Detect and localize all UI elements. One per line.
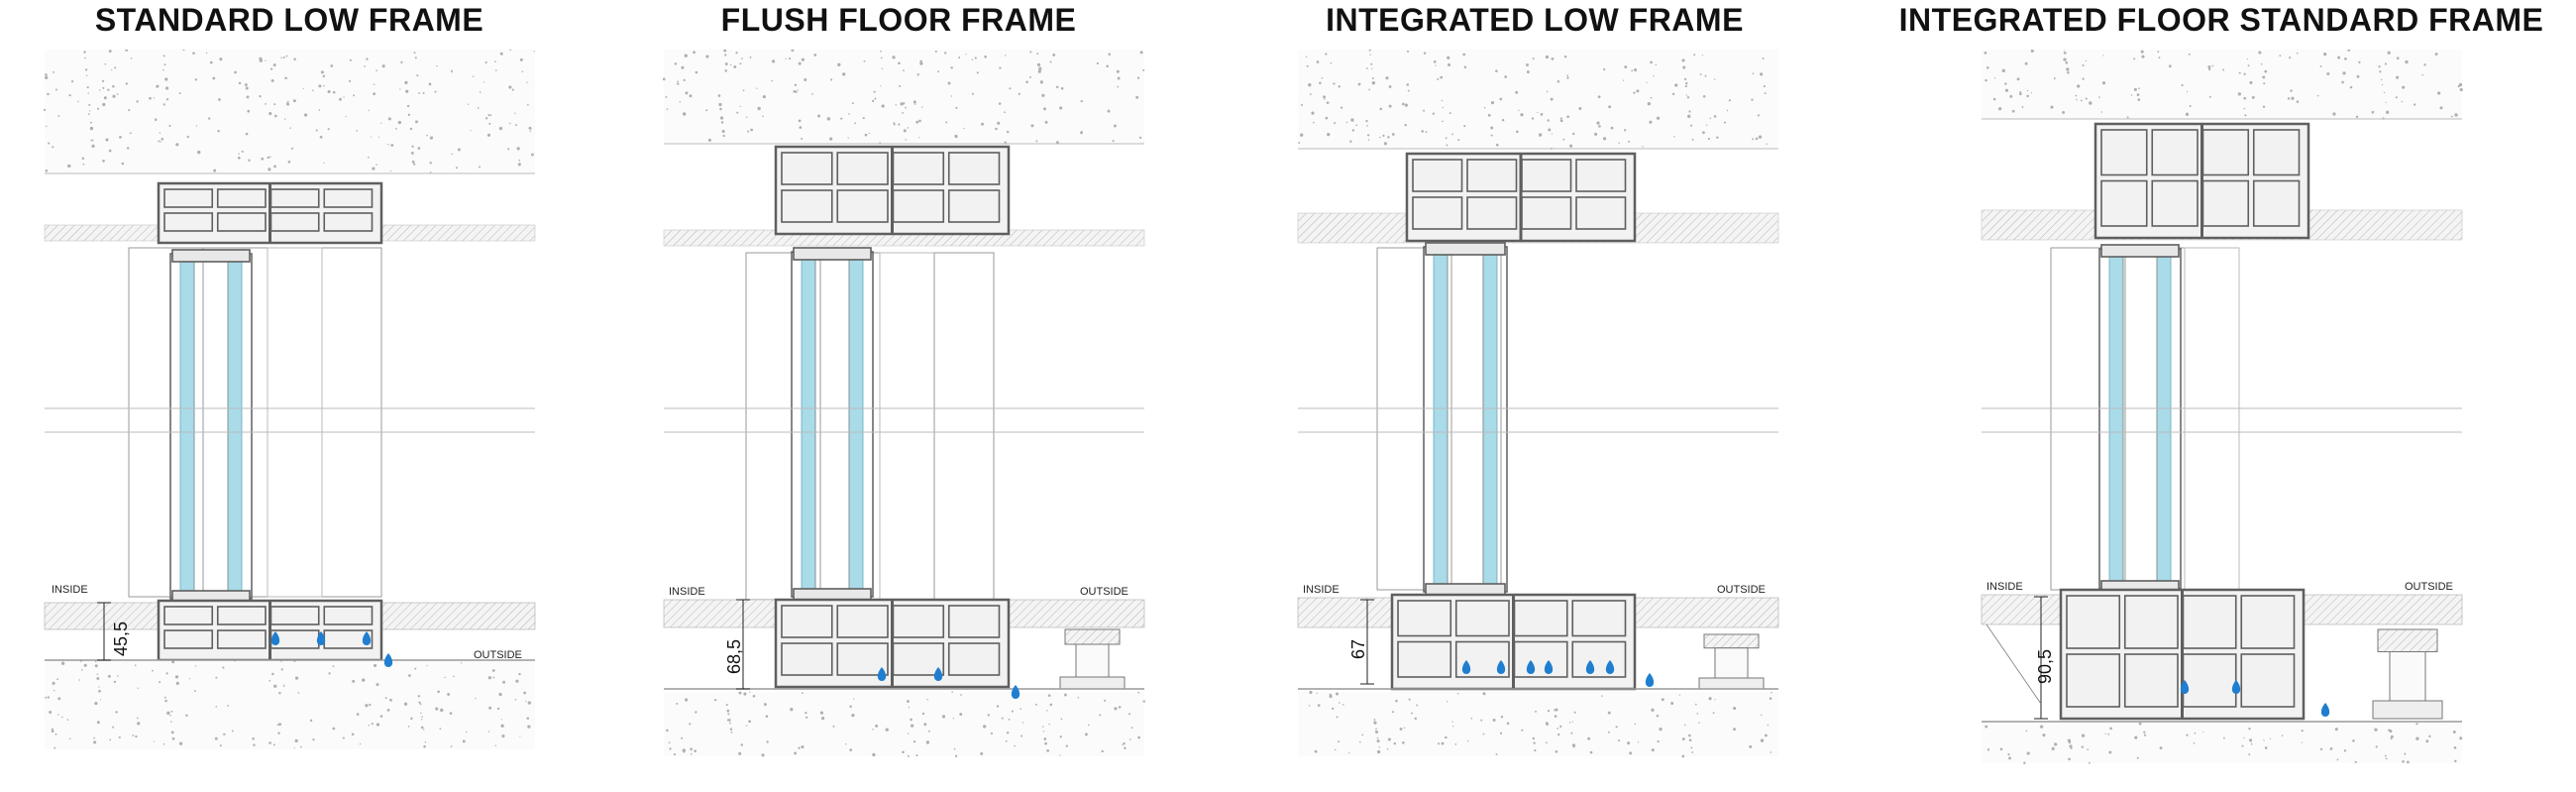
ceiling-slab bbox=[1982, 50, 2463, 120]
ceiling-slab bbox=[1298, 50, 1778, 150]
panel-title: STANDARD LOW FRAME bbox=[94, 2, 484, 38]
outside-label: OUTSIDE bbox=[1080, 586, 1128, 598]
drainage-drop-icon bbox=[1461, 660, 1655, 687]
drainage-drop-icon bbox=[877, 667, 1020, 699]
top-track-profile bbox=[157, 181, 383, 245]
drainage-drop-icon bbox=[270, 631, 393, 667]
outside-label: OUTSIDE bbox=[1717, 584, 1766, 596]
section-drawing-integrated-floor-standard-frame: INSIDE OUTSIDE 90,5 bbox=[1981, 50, 2463, 764]
outside-label: OUTSIDE bbox=[474, 649, 522, 661]
inside-label: INSIDE bbox=[669, 586, 705, 598]
top-track-profile bbox=[1405, 152, 1637, 243]
screed-floor bbox=[45, 659, 535, 749]
glass-panel bbox=[2098, 244, 2182, 594]
inside-label: INSIDE bbox=[52, 584, 88, 596]
section-drawing-standard-low-frame: INSIDE OUTSIDE 45,5 bbox=[43, 50, 536, 749]
section-drawing-integrated-low-frame: INSIDE OUTSIDE 67 bbox=[1297, 50, 1779, 758]
dimension-value: 90,5 bbox=[2035, 649, 2055, 684]
ceiling-slab bbox=[662, 50, 1145, 145]
dimension-line bbox=[1986, 596, 2048, 720]
dimension-value: 67 bbox=[1348, 639, 1368, 659]
dimension-value: 45,5 bbox=[111, 622, 131, 656]
inside-label: INSIDE bbox=[1986, 581, 2023, 593]
screed-floor bbox=[1982, 722, 2463, 764]
pedestal-support bbox=[1059, 628, 1126, 690]
pedestal-support bbox=[1698, 633, 1765, 690]
bottom-track-profile bbox=[774, 598, 1011, 689]
drainage-drop-icon bbox=[2180, 680, 2330, 717]
glass-panel bbox=[169, 249, 253, 604]
bottom-track-profile bbox=[157, 599, 383, 662]
inside-label: INSIDE bbox=[1303, 584, 1340, 596]
sash-outline bbox=[128, 247, 382, 598]
screed-floor bbox=[664, 691, 1145, 758]
section-drawing-flush-floor-frame: INSIDE OUTSIDE 68,5 bbox=[662, 50, 1145, 758]
screed-floor bbox=[1298, 690, 1778, 758]
dimension-line bbox=[1360, 599, 1374, 685]
bottom-track-profile bbox=[1390, 593, 1637, 691]
dimension-line bbox=[736, 599, 750, 690]
bottom-track-profile bbox=[2059, 588, 2306, 721]
dimension-line bbox=[97, 602, 111, 661]
top-track-profile bbox=[2093, 122, 2310, 240]
dimension-value: 68,5 bbox=[724, 639, 744, 674]
glass-panel bbox=[1423, 242, 1508, 597]
sash-outline bbox=[2050, 247, 2240, 591]
outside-label: OUTSIDE bbox=[2405, 581, 2453, 593]
ceiling-slab bbox=[43, 50, 535, 173]
glass-panel bbox=[791, 247, 874, 602]
panel-title: FLUSH FLOOR FRAME bbox=[720, 2, 1077, 38]
sash-outline bbox=[745, 252, 995, 601]
top-track-profile bbox=[774, 145, 1011, 236]
panel-title: INTEGRATED LOW FRAME bbox=[1326, 2, 1744, 38]
pedestal-support bbox=[2372, 628, 2443, 720]
panel-title: INTEGRATED FLOOR STANDARD FRAME bbox=[1898, 2, 2544, 38]
